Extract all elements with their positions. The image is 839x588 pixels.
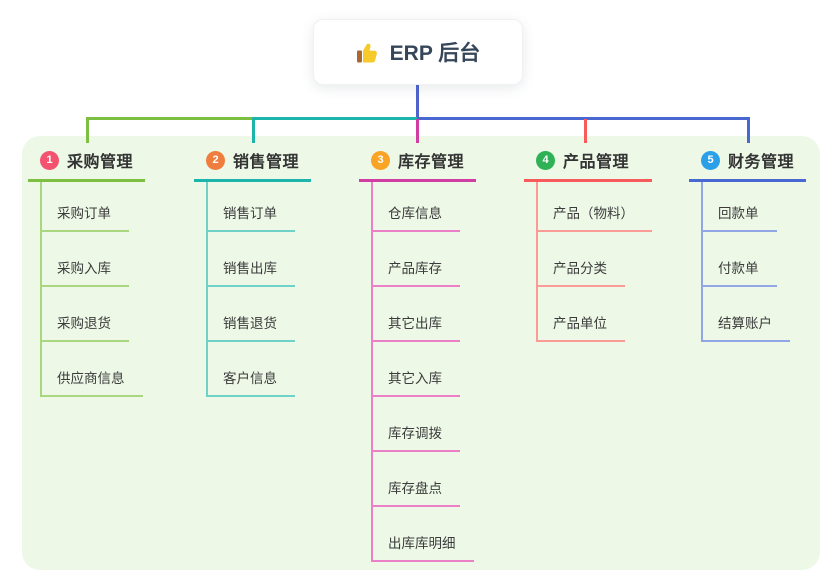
drop-line-sales [252, 119, 255, 143]
list-item[interactable]: 采购入库 [42, 232, 129, 287]
list-item[interactable]: 产品单位 [538, 287, 625, 342]
list-item[interactable]: 供应商信息 [42, 342, 143, 397]
list-item[interactable]: 产品库存 [373, 232, 460, 287]
bus-line-blue [417, 117, 750, 120]
list-item[interactable]: 采购订单 [42, 182, 129, 232]
list-item[interactable]: 付款单 [703, 232, 777, 287]
list-item[interactable]: 其它入库 [373, 342, 460, 397]
branch-badge: 2 [206, 150, 225, 170]
branch-purchase: 1 采购管理 采购订单 采购入库 采购退货 供应商信息 [28, 146, 145, 397]
list-item[interactable]: 出库库明细 [373, 507, 474, 562]
list-item[interactable]: 回款单 [703, 182, 777, 232]
branch-inventory: 3 库存管理 仓库信息 产品库存 其它出库 其它入库 库存调拨 库存盘点 出库库… [359, 146, 476, 562]
list-item[interactable]: 销售退货 [208, 287, 295, 342]
branch-items: 销售订单 销售出库 销售退货 客户信息 [206, 182, 311, 397]
list-item[interactable]: 产品分类 [538, 232, 625, 287]
list-item[interactable]: 库存调拨 [373, 397, 460, 452]
branch-title: 采购管理 [67, 154, 134, 171]
list-item[interactable]: 客户信息 [208, 342, 295, 397]
list-item[interactable]: 采购退货 [42, 287, 129, 342]
branches-background-panel [22, 136, 820, 570]
branch-items: 产品（物料） 产品分类 产品单位 [536, 182, 652, 342]
root-node-erp[interactable]: ERP 后台 [313, 19, 523, 85]
branch-badge: 1 [40, 150, 59, 170]
branch-title: 财务管理 [728, 154, 795, 171]
branch-header-product[interactable]: 4 产品管理 [524, 146, 652, 182]
branch-finance: 5 财务管理 回款单 付款单 结算账户 [689, 146, 806, 342]
list-item[interactable]: 产品（物料） [538, 182, 652, 232]
bus-line-green [86, 117, 254, 120]
branch-header-inventory[interactable]: 3 库存管理 [359, 146, 476, 182]
branch-header-finance[interactable]: 5 财务管理 [689, 146, 806, 182]
branch-sales: 2 销售管理 销售订单 销售出库 销售退货 客户信息 [194, 146, 311, 397]
drop-line-finance [747, 117, 750, 143]
bus-line-teal [252, 117, 419, 120]
branch-badge: 3 [371, 150, 390, 170]
branch-badge: 5 [701, 150, 720, 170]
branch-items: 回款单 付款单 结算账户 [701, 182, 806, 342]
thumbs-up-icon [356, 40, 380, 64]
drop-line-product [584, 119, 587, 143]
drop-line-purchase [86, 117, 89, 143]
branch-title: 产品管理 [563, 154, 630, 171]
branch-header-sales[interactable]: 2 销售管理 [194, 146, 311, 182]
branch-badge: 4 [536, 150, 555, 170]
branch-title: 销售管理 [233, 154, 300, 171]
root-stem-line [416, 84, 419, 118]
list-item[interactable]: 销售出库 [208, 232, 295, 287]
branch-items: 采购订单 采购入库 采购退货 供应商信息 [40, 182, 145, 397]
list-item[interactable]: 库存盘点 [373, 452, 460, 507]
branch-product: 4 产品管理 产品（物料） 产品分类 产品单位 [524, 146, 652, 342]
list-item[interactable]: 结算账户 [703, 287, 790, 342]
drop-line-inventory [416, 119, 419, 143]
list-item[interactable]: 销售订单 [208, 182, 295, 232]
branch-title: 库存管理 [398, 154, 465, 171]
branch-items: 仓库信息 产品库存 其它出库 其它入库 库存调拨 库存盘点 出库库明细 [371, 182, 476, 562]
root-title: ERP 后台 [389, 42, 481, 65]
branch-header-purchase[interactable]: 1 采购管理 [28, 146, 145, 182]
list-item[interactable]: 其它出库 [373, 287, 460, 342]
list-item[interactable]: 仓库信息 [373, 182, 460, 232]
